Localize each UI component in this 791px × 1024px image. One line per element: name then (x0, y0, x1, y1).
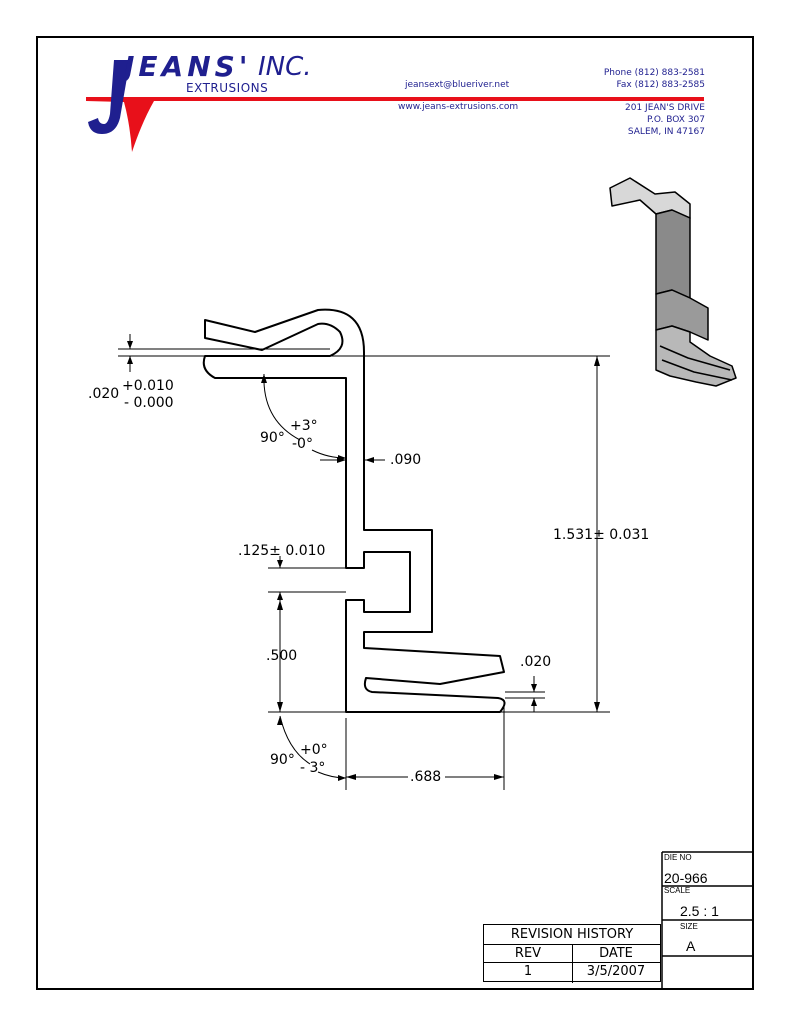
company-name: JEANS' (124, 50, 252, 83)
rev-header: REV (514, 946, 542, 961)
dim-angle-top: 90° (260, 430, 285, 446)
dim-gap-top-tol-minus: - 0.000 (124, 395, 174, 411)
dim-height: 1.531± 0.031 (553, 527, 650, 543)
dim-angle-top-tol-minus: -0° (292, 436, 313, 452)
company-address-line-3: SALEM, IN 47167 (627, 127, 705, 137)
scale-label: SCALE (664, 886, 691, 895)
isometric-view (609, 177, 737, 387)
company-email[interactable]: jeansext@blueriver.net (405, 80, 510, 90)
drawing-frame (36, 36, 754, 990)
company-website[interactable]: www.jeans-extrusions.com (398, 102, 519, 112)
dim-gap-bottom: .020 (520, 654, 552, 670)
dim-gap-top: .020 (88, 386, 120, 402)
revision-history-title: REVISION HISTORY (510, 927, 634, 942)
die-no-label: DIE NO (664, 853, 692, 862)
scale-value: 2.5 : 1 (680, 903, 719, 919)
company-suffix: INC. (258, 52, 312, 82)
size-value: A (686, 938, 696, 954)
dim-slot-width: .125± 0.010 (238, 543, 326, 559)
dim-angle-bottom-tol-plus: +0° (300, 742, 328, 758)
size-label: SIZE (680, 922, 698, 931)
dim-spacing: .500 (266, 648, 298, 664)
company-phone: Phone (812) 883-2581 (603, 68, 705, 78)
die-no-value: 20-966 (664, 870, 708, 886)
company-address-line-2: P.O. BOX 307 (646, 115, 705, 125)
rev-column-divider (572, 945, 573, 983)
dim-angle-bottom: 90° (270, 752, 295, 768)
dim-wall-thickness: .090 (390, 452, 422, 468)
date-value: 3/5/2007 (586, 964, 646, 979)
logo-swoosh (86, 60, 704, 152)
dim-base-width: .688 (410, 769, 442, 785)
dim-gap-top-tol-plus: +0.010 (122, 378, 174, 394)
revision-history-table: REVISION HISTORY REV DATE 1 3/5/2007 (483, 924, 661, 983)
date-header: DATE (599, 946, 633, 961)
dim-angle-top-tol-plus: +3° (290, 418, 318, 434)
company-fax: Fax (812) 883-2585 (616, 80, 705, 90)
rev-value: 1 (523, 964, 533, 979)
company-address-line-1: 201 JEAN'S DRIVE (625, 103, 705, 113)
company-tagline: EXTRUSIONS (186, 81, 269, 95)
dim-angle-bottom-tol-minus: - 3° (300, 760, 326, 776)
